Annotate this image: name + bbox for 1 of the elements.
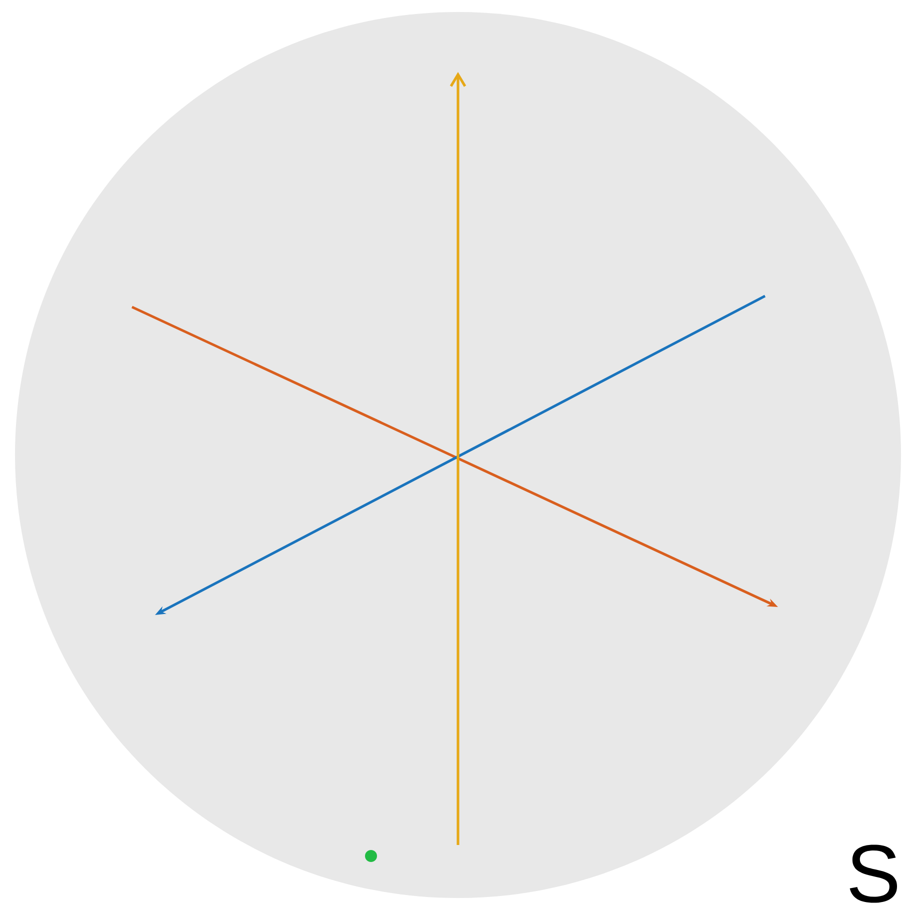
letter-label: S [850, 844, 897, 903]
